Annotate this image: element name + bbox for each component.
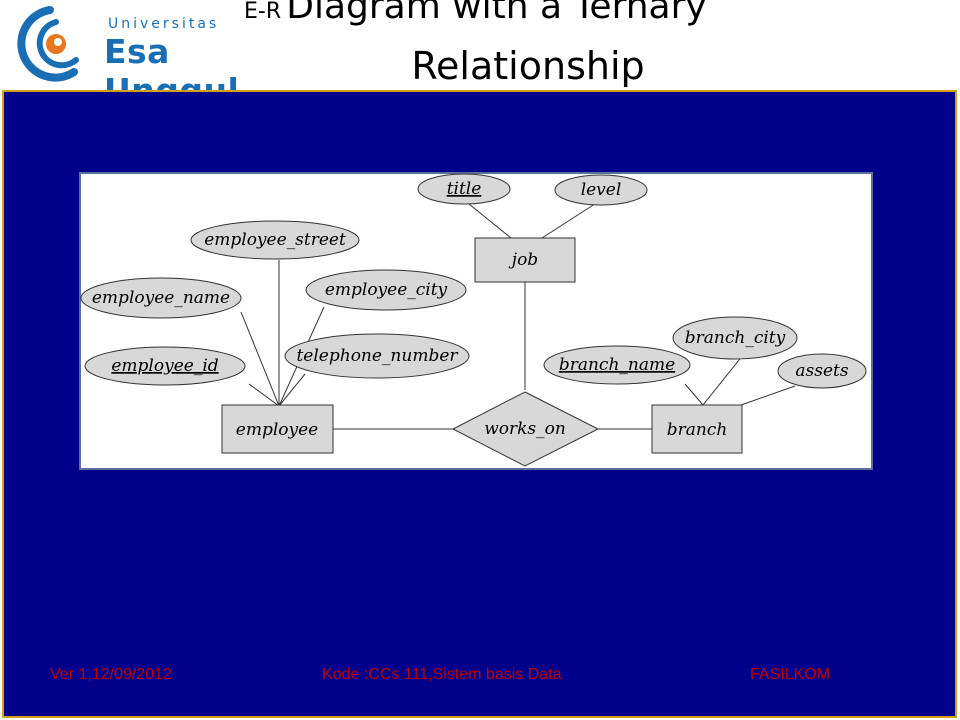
attribute-level-label: level: [581, 180, 622, 200]
attribute-assets-label: assets: [795, 361, 848, 381]
title-main: Diagram with a Ternary: [286, 0, 707, 27]
attribute-telephone-number: telephone_number: [284, 333, 470, 379]
logo-emblem-icon: [17, 6, 79, 82]
attribute-employee-id: employee_id: [84, 346, 246, 386]
attribute-employee-city: employee_city: [305, 269, 467, 311]
attribute-employee-street: employee_street: [190, 220, 360, 260]
attribute-telephone-number-label: telephone_number: [296, 346, 458, 366]
attribute-employee-street-label: employee_street: [204, 230, 346, 250]
slide-header: Universitas Esa Unggul E-R Diagram with …: [0, 0, 960, 110]
entity-job-label: job: [508, 250, 538, 270]
attribute-branch-name-label: branch_name: [559, 355, 675, 375]
footer-version: Ver 1,12/09/2012: [50, 666, 172, 683]
logo-university-text: Universitas: [108, 16, 220, 32]
footer-faculty: FASILKOM: [750, 666, 831, 683]
slide-title: E-R Diagram with a Ternary: [244, 0, 707, 27]
attribute-title-label: title: [447, 179, 482, 199]
attribute-employee-city-label: employee_city: [325, 280, 448, 300]
entity-branch: branch: [651, 404, 743, 454]
attribute-branch-city-label: branch_city: [685, 328, 786, 348]
attribute-title: title: [417, 173, 511, 205]
attribute-level: level: [554, 174, 648, 206]
title-prefix: E-R: [244, 0, 282, 24]
entity-job: job: [474, 237, 576, 283]
attribute-employee-name: employee_name: [80, 277, 242, 319]
attribute-employee-id-label: employee_id: [111, 356, 218, 376]
entity-branch-label: branch: [667, 420, 728, 440]
entity-employee: employee: [221, 404, 334, 454]
er-diagram: title level employee_street employee_nam…: [79, 172, 873, 470]
slide-title-line2: Relationship: [411, 44, 645, 88]
entity-employee-label: employee: [236, 420, 318, 440]
footer-course-code: Kode :CCs 111,Sistem basis Data: [322, 666, 562, 683]
relationship-works-on-label: works_on: [484, 419, 566, 439]
attribute-employee-name-label: employee_name: [92, 288, 230, 308]
connector-lines: [240, 199, 796, 430]
attribute-branch-city: branch_city: [672, 316, 798, 360]
attribute-assets: assets: [777, 353, 867, 389]
relationship-works-on: works_on: [451, 391, 600, 467]
er-diagram-canvas: title level employee_street employee_nam…: [79, 172, 873, 470]
attribute-branch-name: branch_name: [543, 345, 691, 385]
